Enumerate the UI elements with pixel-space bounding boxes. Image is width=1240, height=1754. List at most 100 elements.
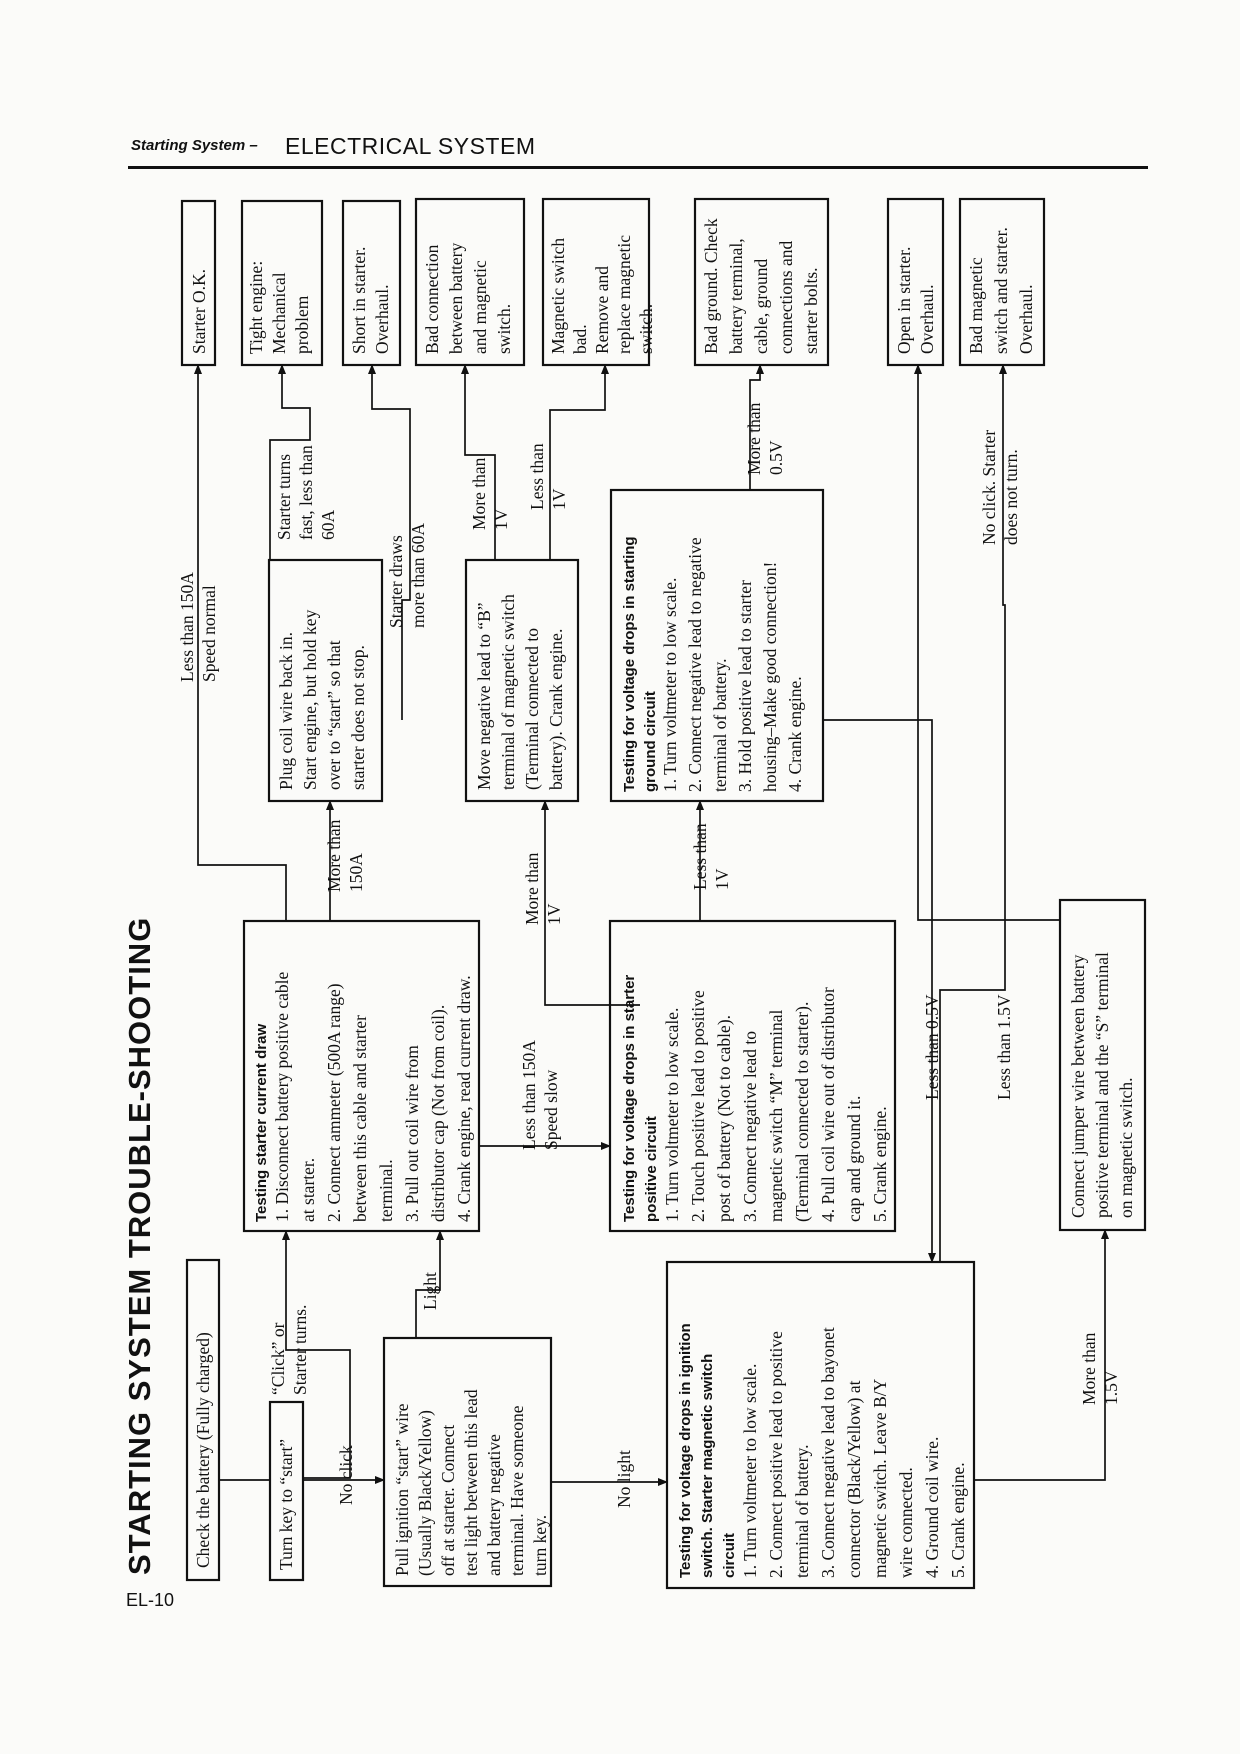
starter-ok-text-line: Starter O.K. <box>189 269 209 354</box>
bad-ground-text-line: connections and <box>776 241 796 354</box>
ignition-switch-test-steps-line: 5. Crank engine. <box>948 1462 968 1578</box>
label-no-light: No light <box>614 1450 634 1508</box>
page-number: EL-10 <box>126 1590 175 1610</box>
connector-normal-to-starter-ok <box>194 364 287 921</box>
bad-magnetic-switch-text-line: Overhaul. <box>1016 285 1036 355</box>
bad-connection-text-line: switch. <box>494 304 514 354</box>
pull-ignition-text-line: Pull ignition “start” wire <box>392 1403 412 1576</box>
current-draw-test-steps-line: distributor cap (Not from coil). <box>428 1005 448 1222</box>
magnetic-switch-bad-text-line: switch. <box>636 304 656 354</box>
connector-b-more-1v <box>461 364 496 560</box>
jumper-wire-text-line: positive terminal and the “S” terminal <box>1092 952 1112 1218</box>
label-less-than-05v: Less than 0.5V <box>922 994 942 1100</box>
move-negative-lead-box <box>464 558 580 803</box>
label-less-than-150a-normal-line: Less than 150A <box>177 572 197 682</box>
plug-coil-wire-text-line: Start engine, but hold key <box>300 609 320 790</box>
magnetic-switch-bad-text-line: replace magnetic <box>614 235 634 354</box>
positive-circuit-test-steps-line: 4. Pull coil wire out of distributor <box>818 987 838 1222</box>
jumper-wire-text-line: Connect jumper wire between battery <box>1068 954 1088 1218</box>
positive-circuit-test-steps: 1. Turn voltmeter to low scale.2. Touch … <box>662 987 890 1222</box>
bad-ground-text-line: battery terminal, <box>726 238 746 354</box>
connector-light-to-current-draw <box>415 1230 444 1338</box>
positive-circuit-test-heading-line: Testing for voltage drops in starter <box>621 975 638 1222</box>
label-less-than-150a-slow-line: Speed slow <box>541 1069 561 1150</box>
label-click-or-turns-line: Starter turns. <box>290 1305 310 1395</box>
label-draws-more-60a-line: more than 60A <box>408 523 428 628</box>
ignition-switch-test-steps-line: 3. Connect negative lead to bayonet <box>818 1327 838 1578</box>
positive-circuit-test-steps-line: magnetic switch “M” terminal <box>766 1010 786 1222</box>
label-more-than-05v-line: More than <box>744 402 764 475</box>
jumper-wire-text-line: on magnetic switch. <box>1116 1078 1136 1218</box>
positive-circuit-test-steps-line: cap and ground it. <box>844 1096 864 1222</box>
ground-circuit-test-steps-line: 3. Hold positive lead to starter <box>735 580 755 792</box>
ignition-switch-test-steps-line: terminal of battery. <box>792 1445 812 1578</box>
turn-key-text-line: Turn key to “start” <box>276 1439 296 1570</box>
label-turns-fast-less-60a-line: Starter turns <box>274 454 294 540</box>
connector-ground-less-05v <box>823 719 936 1263</box>
ignition-switch-test-heading-line: circuit <box>721 1533 738 1578</box>
label-more-than-1v-pos-line: More than <box>522 852 542 925</box>
ignition-switch-test-heading-line: switch. Starter magnetic switch <box>699 1354 716 1578</box>
bad-connection-text-line: between battery <box>446 242 466 354</box>
label-less-than-150a-normal-line: Speed normal <box>199 585 219 682</box>
starter-ok-text: Starter O.K. <box>189 269 209 354</box>
ignition-switch-test-heading: Testing for voltage drops in ignition swi… <box>677 1323 738 1578</box>
current-draw-test-steps-line: 1. Disconnect battery positive cable <box>272 972 292 1222</box>
ground-circuit-test-steps-line: 1. Turn voltmeter to low scale. <box>660 578 680 792</box>
ignition-switch-test-heading-line: Testing for voltage drops in ignition <box>677 1323 694 1578</box>
bad-connection-text-line: Bad connection <box>422 244 442 354</box>
positive-circuit-test-steps-line: 2. Touch positive lead to positive <box>688 990 708 1222</box>
label-click-or-turns-line: “Click” or <box>268 1322 288 1395</box>
ignition-switch-test-steps-line: connector (Black/Yellow) at <box>844 1380 864 1578</box>
magnetic-switch-bad-box <box>541 197 651 367</box>
pull-ignition-text-line: off at starter. Connect <box>438 1425 458 1576</box>
label-more-than-15v-line: 1.5V <box>1101 1370 1121 1405</box>
chapter-header: ELECTRICAL SYSTEM <box>285 133 536 159</box>
ground-circuit-test-heading-line: ground circuit <box>642 691 659 792</box>
connector-ignition-more-15v <box>974 1229 1109 1481</box>
label-more-than-150a-line: 150A <box>346 853 366 892</box>
label-light-line: Light <box>420 1272 440 1310</box>
label-less-than-1v-pos-line: Less than <box>690 823 710 890</box>
label-less-than-15v: Less than 1.5V <box>994 994 1014 1100</box>
turn-key-box <box>268 1400 305 1582</box>
current-draw-test-steps-line: 4. Crank engine, read current draw. <box>454 975 474 1222</box>
connector-b-less-1v <box>549 364 609 560</box>
bad-ground-text-line: Bad ground. Check <box>701 218 721 354</box>
pull-ignition-text-line: terminal. Have someone <box>507 1405 527 1576</box>
label-more-than-1v-pos-line: 1V <box>544 903 564 925</box>
move-negative-lead-text-line: Move negative lead to “B” <box>474 602 494 790</box>
current-draw-test-steps: 1. Disconnect battery positive cable at … <box>272 972 474 1222</box>
magnetic-switch-bad-text-line: Magnetic switch <box>548 238 568 354</box>
positive-circuit-test-steps-line: 3. Connect negative lead to <box>740 1031 760 1222</box>
positive-circuit-test-heading-line: positive circuit <box>643 1116 660 1222</box>
turn-key-text: Turn key to “start” <box>276 1439 296 1570</box>
pull-ignition-text-line: test light between this lead <box>461 1389 481 1576</box>
check-battery-text-line: Check the battery (Fully charged) <box>193 1332 213 1568</box>
ignition-switch-test-steps-line: wire connected. <box>896 1467 916 1578</box>
current-draw-test-heading: Testing starter current draw <box>253 1024 270 1222</box>
label-no-click-line: No click <box>336 1445 356 1505</box>
positive-circuit-test-steps-line: (Terminal connected to starter). <box>792 1002 812 1222</box>
ignition-switch-test-steps-line: 1. Turn voltmeter to low scale. <box>740 1364 760 1578</box>
check-battery-box <box>185 1258 221 1582</box>
positive-circuit-test-heading: Testing for voltage drops in starter posi… <box>621 975 660 1222</box>
magnetic-switch-bad-text-line: bad. <box>570 324 590 354</box>
label-more-than-15v-line: More than <box>1079 1332 1099 1405</box>
tight-engine-text-line: Tight engine: <box>246 261 266 354</box>
bad-magnetic-switch-text-line: switch and starter. <box>991 227 1011 354</box>
ground-circuit-test-steps-line: housing–Make good connection! <box>760 562 780 792</box>
ground-circuit-test-steps-line: 2. Connect negative lead to negative <box>685 537 705 792</box>
ground-circuit-test-heading-line: Testing for voltage drops in starting <box>621 536 638 792</box>
bad-connection-text-line: and magnetic <box>470 260 490 354</box>
section-header: Starting System – <box>131 137 258 154</box>
